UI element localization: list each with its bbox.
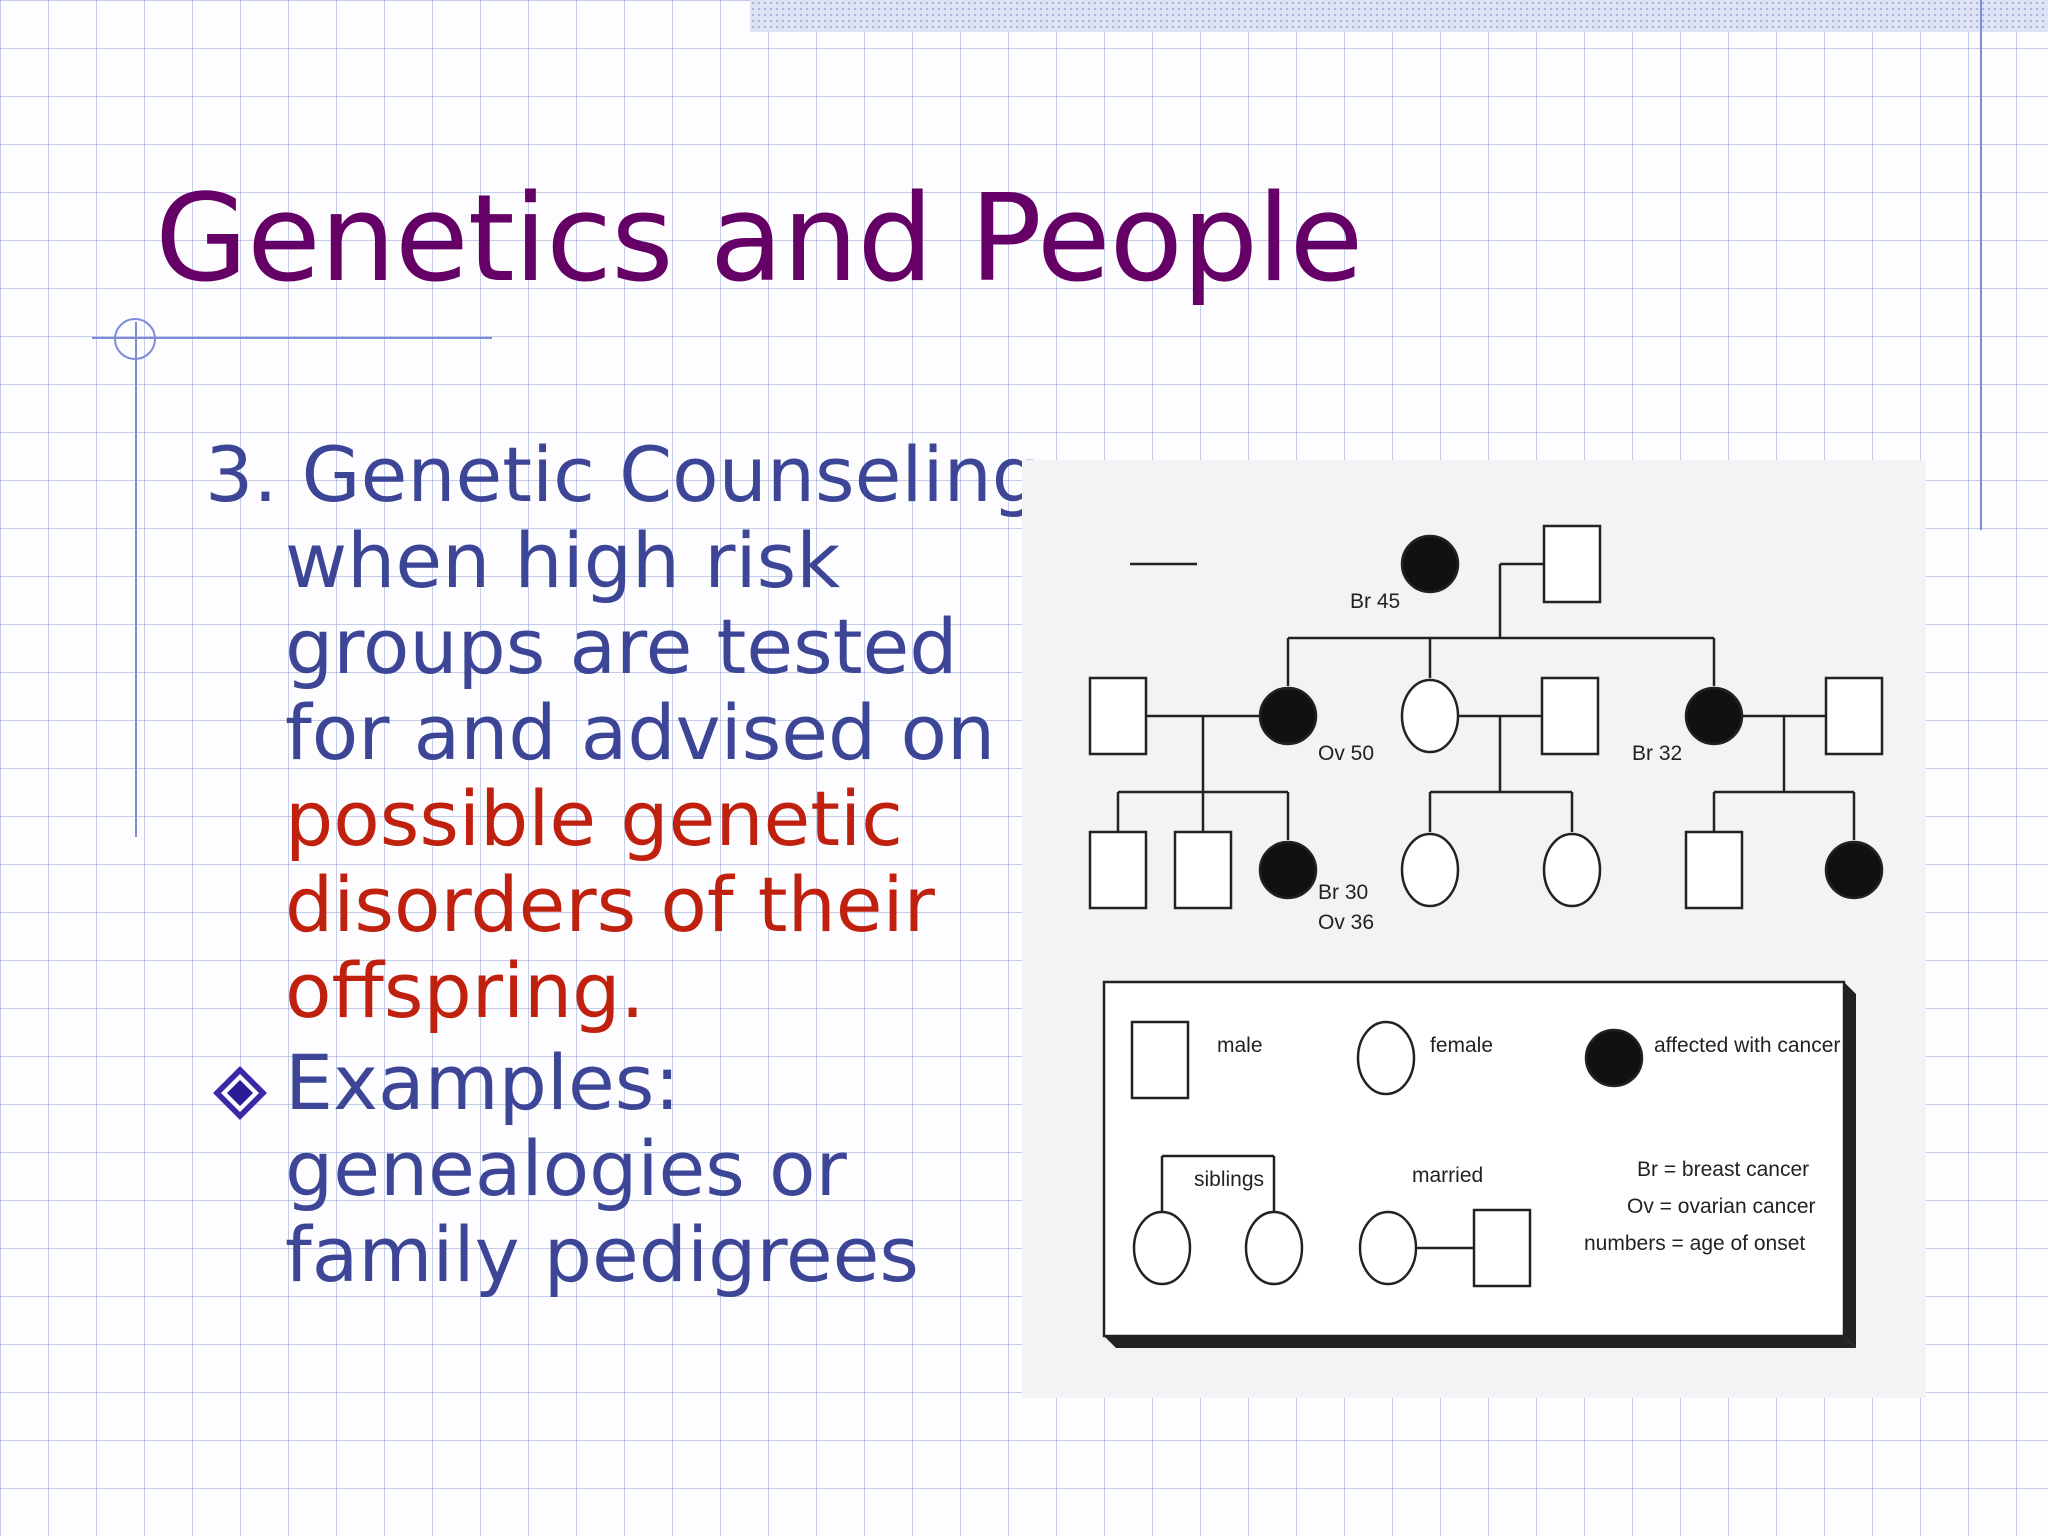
diamond-bullet-icon	[213, 1066, 267, 1120]
male-symbol	[1542, 524, 1602, 604]
slide-title: Genetics and People	[155, 170, 1363, 309]
female-symbol	[1542, 832, 1602, 908]
legend-sibling-female-icon	[1244, 1210, 1304, 1286]
pedigree-figure: Br 45 Ov 50 Br 32	[1022, 460, 1926, 1398]
item-3-heading: 3. Genetic Counseling:	[205, 430, 1066, 519]
top-decorative-band	[750, 0, 2048, 32]
slide-body: 3. Genetic Counseling: when high risk gr…	[205, 430, 1066, 1298]
decorative-horizontal-rule	[92, 337, 492, 339]
decorative-ring-icon	[114, 318, 156, 360]
item-3-text: when high risk	[285, 516, 841, 605]
legend-female-icon	[1356, 1020, 1416, 1096]
legend-shadow	[1104, 1336, 1856, 1348]
decorative-vertical-rule-left	[135, 322, 137, 837]
decorative-vertical-rule-right	[1980, 0, 1982, 530]
affected-female-symbol	[1400, 534, 1460, 594]
legend-affected-icon	[1584, 1028, 1644, 1088]
label-br-30: Br 30	[1318, 881, 1368, 904]
female-symbol	[1400, 678, 1460, 754]
bullet-text: Examples:	[285, 1038, 680, 1127]
male-symbol	[1684, 830, 1744, 910]
bullet-text: family pedigrees	[285, 1210, 920, 1299]
legend-married-label: married	[1412, 1164, 1483, 1187]
item-3-text: groups are tested	[285, 602, 958, 691]
label-ov-50: Ov 50	[1318, 742, 1374, 765]
male-symbol	[1540, 676, 1600, 756]
female-symbol	[1400, 832, 1460, 908]
male-symbol	[1088, 830, 1148, 910]
item-3-highlight: disorders of their	[285, 860, 935, 949]
label-ov-36: Ov 36	[1318, 911, 1374, 934]
legend-male-label: male	[1217, 1034, 1263, 1057]
male-symbol	[1088, 676, 1148, 756]
legend-married-female-icon	[1358, 1210, 1418, 1286]
legend-affected-label: affected with cancer	[1654, 1034, 1840, 1057]
male-symbol	[1824, 676, 1884, 756]
male-symbol	[1173, 830, 1233, 910]
affected-female-symbol	[1258, 840, 1318, 900]
legend-female-label: female	[1430, 1034, 1493, 1057]
legend-male-icon	[1130, 1020, 1190, 1100]
legend-sibling-female-icon	[1132, 1210, 1192, 1286]
legend-key-numbers: numbers = age of onset	[1584, 1232, 1805, 1255]
label-br-32: Br 32	[1632, 742, 1682, 765]
pedigree-diagram: Br 45 Ov 50 Br 32	[1088, 524, 1884, 1348]
affected-female-symbol	[1824, 840, 1884, 900]
affected-female-symbol	[1258, 686, 1318, 746]
item-3-text: for and advised on	[285, 688, 996, 777]
label-br-45: Br 45	[1350, 590, 1400, 613]
legend-shadow	[1844, 982, 1856, 1348]
examples-bullet: Examples: genealogies or family pedigree…	[205, 1040, 1025, 1298]
item-3-highlight: offspring.	[285, 946, 645, 1035]
legend-key-ov: Ov = ovarian cancer	[1627, 1195, 1816, 1218]
legend-siblings-label: siblings	[1194, 1168, 1264, 1191]
legend-key-br: Br = breast cancer	[1637, 1158, 1809, 1181]
affected-female-symbol	[1684, 686, 1744, 746]
item-3-highlight: possible genetic	[285, 774, 903, 863]
legend-married-male-icon	[1472, 1208, 1532, 1288]
bullet-text: genealogies or	[285, 1124, 847, 1213]
